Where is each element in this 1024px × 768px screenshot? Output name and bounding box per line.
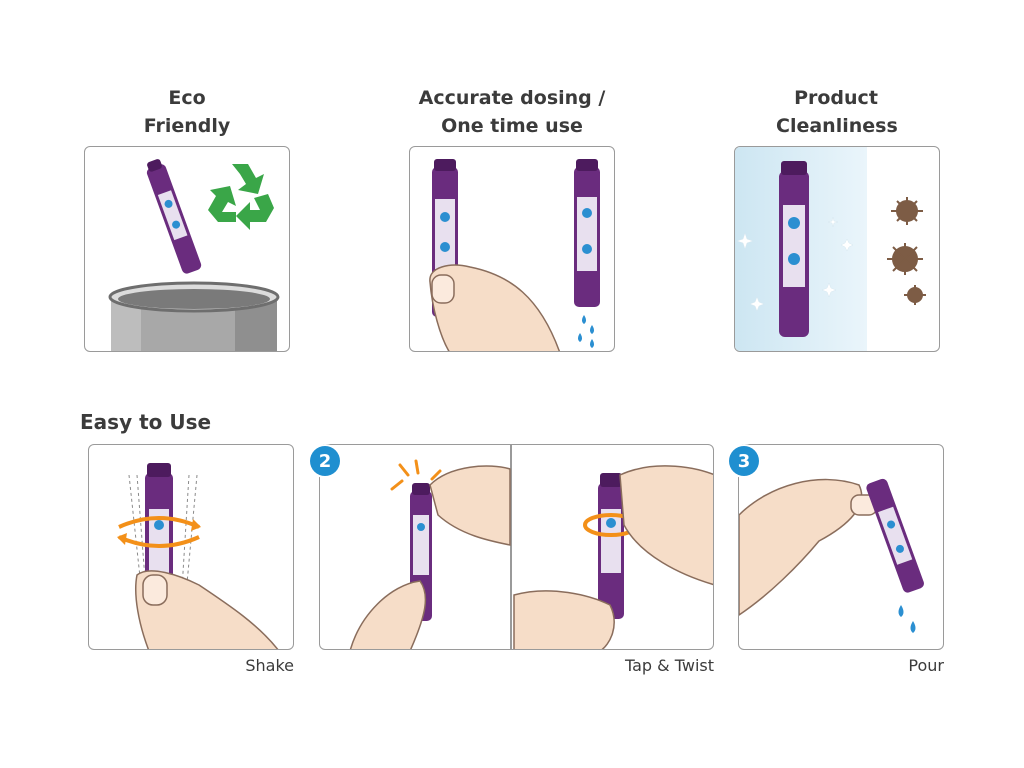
tap-burst-icon (390, 459, 442, 491)
hand-icon (349, 465, 511, 649)
sparkle-icon (736, 216, 854, 312)
step-tap-twist-panel (319, 444, 714, 650)
accurate-dosing-panel (409, 146, 615, 352)
step-shake-caption: Shake (245, 656, 294, 675)
drop-icon (578, 315, 594, 348)
hand-icon (739, 478, 878, 616)
benefit-title-cleanliness: Product Cleanliness (776, 84, 898, 140)
step-2-badge: 2 (310, 446, 340, 476)
section-title-easy-to-use: Easy to Use (80, 410, 212, 434)
vial-icon (779, 161, 809, 337)
step-shake-panel (88, 444, 294, 650)
vial-icon (146, 159, 202, 274)
vial-icon (866, 478, 924, 593)
step-pour-panel (738, 444, 944, 650)
benefit-title-eco: Eco Friendly (137, 84, 237, 140)
benefit-title-line: Friendly (143, 115, 231, 137)
benefit-title-line: One time use (441, 115, 583, 137)
benefit-title-line: Cleanliness (776, 115, 898, 137)
pour-illustration (739, 478, 924, 633)
hand-icon (429, 264, 561, 351)
shake-illustration (117, 463, 279, 649)
vial-icon (574, 159, 600, 307)
hand-icon (134, 570, 279, 649)
step-tap-twist-caption: Tap & Twist (625, 656, 714, 675)
vial-icon (598, 473, 624, 619)
benefit-title-line: Eco (168, 87, 206, 109)
cleanliness-illustration (735, 147, 926, 351)
eco-illustration (108, 159, 280, 351)
rotate-arrow-icon (117, 516, 201, 548)
trash-bin-icon (108, 281, 280, 351)
step-3-badge: 3 (729, 446, 759, 476)
step-pour-caption: Pour (908, 656, 944, 675)
eco-friendly-panel (84, 146, 290, 352)
drop-icon (898, 605, 916, 633)
product-cleanliness-panel (734, 146, 940, 352)
step-divider (510, 445, 512, 649)
benefit-title-line: Accurate dosing / (418, 87, 606, 109)
benefit-title-line: Product (794, 87, 878, 109)
recycle-icon (208, 164, 274, 230)
germ-icon (887, 197, 926, 305)
benefit-title-dosing: Accurate dosing / One time use (412, 84, 612, 140)
hand-icon (513, 465, 713, 649)
dosing-illustration (429, 159, 600, 351)
tap-twist-illustration (349, 459, 713, 649)
